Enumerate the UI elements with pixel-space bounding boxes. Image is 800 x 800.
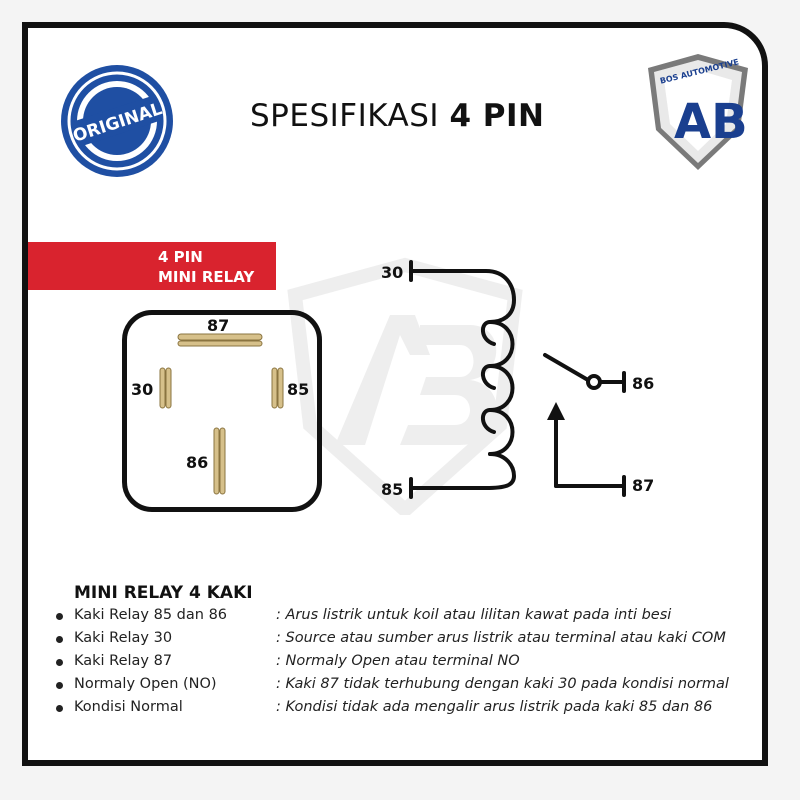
list-item-term: Kaki Relay 30 (74, 630, 173, 646)
list-item: Normaly Open (NO) : Kaki 87 tidak terhub… (56, 676, 756, 699)
list-item-term: Normaly Open (NO) (74, 676, 217, 692)
schematic-label-86: 86 (632, 374, 654, 393)
bullet-icon (56, 705, 63, 712)
list-item-definition: : Normaly Open atau terminal NO (276, 653, 520, 669)
coil-winding (488, 320, 515, 456)
relay-schematic: 30 85 86 87 (381, 260, 654, 499)
logo-letters: AB (674, 94, 748, 150)
contact-arrow-icon (547, 402, 565, 420)
list-item-definition: : Kondisi tidak ada mengalir arus listri… (276, 699, 713, 715)
list-item-term: Kaki Relay 85 dan 86 (74, 607, 228, 623)
list-item-definition: : Source atau sumber arus listrik atau t… (276, 630, 726, 646)
bullet-icon (56, 613, 63, 620)
bullet-icon (56, 659, 63, 666)
relay-type-banner: 4 PIN MINI RELAY (28, 242, 276, 290)
relay-footprint (122, 310, 322, 512)
pin-label-30: 30 (131, 380, 154, 399)
page-title: SPESIFIKASI 4 PIN (250, 98, 545, 134)
switch-arm (543, 353, 590, 382)
list-item: Kaki Relay 85 dan 86 : Arus listrik untu… (56, 607, 756, 630)
list-item-definition: : Kaki 87 tidak terhubung dengan kaki 30… (276, 676, 729, 692)
bullet-icon (56, 682, 63, 689)
schematic-label-30: 30 (381, 263, 403, 282)
list-item: Kaki Relay 87 : Normaly Open atau termin… (56, 653, 756, 676)
banner-line-2: MINI RELAY (158, 268, 255, 286)
pin-label-86: 86 (186, 453, 209, 472)
original-seal-icon: ORIGINAL (61, 65, 173, 177)
coil-lead-top (409, 269, 516, 324)
list-item-term: Kaki Relay 87 (74, 653, 173, 669)
schematic-label-85: 85 (381, 480, 403, 499)
pin-label-85: 85 (287, 380, 310, 399)
description-list: Kaki Relay 85 dan 86 : Arus listrik untu… (56, 607, 756, 722)
bullet-icon (56, 636, 63, 643)
schematic-label-87: 87 (632, 476, 654, 495)
pin-label-87: 87 (207, 316, 230, 335)
bos-automotive-logo-icon: AB BOS AUTOMOTIVE (648, 54, 748, 170)
description-title: MINI RELAY 4 KAKI (74, 583, 253, 603)
list-item: Kondisi Normal : Kondisi tidak ada menga… (56, 699, 756, 722)
list-item: Kaki Relay 30 : Source atau sumber arus … (56, 630, 756, 653)
list-item-term: Kondisi Normal (74, 699, 183, 715)
banner-line-1: 4 PIN (158, 248, 203, 266)
watermark-logo-icon (287, 257, 523, 515)
coil-lead-bottom (409, 452, 516, 490)
list-item-definition: : Arus listrik untuk koil atau lilitan k… (276, 607, 672, 623)
